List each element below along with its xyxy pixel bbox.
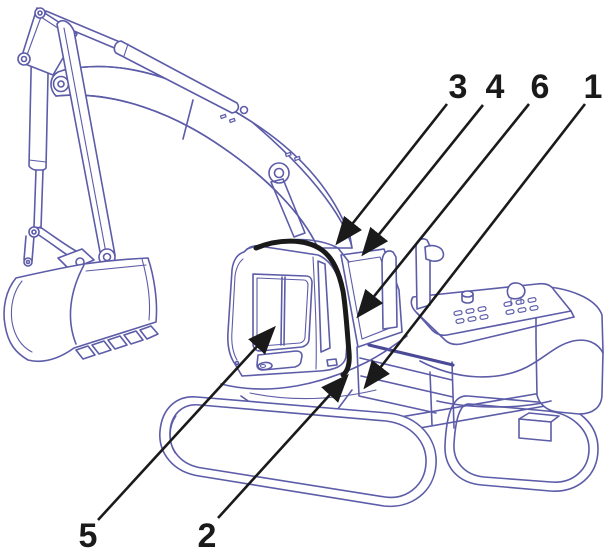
far-track xyxy=(444,395,599,492)
engine-deck xyxy=(410,282,575,346)
bucket-linkage xyxy=(23,226,95,271)
bucket-teeth xyxy=(75,325,159,360)
callout-line-2 xyxy=(217,373,349,519)
callout-label-2: 2 xyxy=(197,517,217,555)
cab-side-window xyxy=(317,260,331,353)
near-track xyxy=(159,396,437,508)
boom-cylinder xyxy=(268,162,306,238)
callout-label-1: 1 xyxy=(583,68,603,106)
exhaust-pipe xyxy=(506,282,526,306)
stick-assembly xyxy=(17,7,249,271)
filler-cap xyxy=(461,290,474,304)
callout-label-6: 6 xyxy=(530,68,550,106)
callout-label-5: 5 xyxy=(78,517,98,555)
callout-label-4: 4 xyxy=(485,68,505,106)
cab-door-handle xyxy=(257,361,273,371)
bucket xyxy=(3,257,159,363)
callout-label-3: 3 xyxy=(448,68,468,106)
counterweight xyxy=(419,285,604,415)
upper-body xyxy=(340,238,604,429)
cab-door-seam xyxy=(312,256,317,370)
handrails xyxy=(381,238,445,330)
callout-line-6 xyxy=(356,103,531,319)
callout-line-1 xyxy=(363,103,587,390)
callout-lines xyxy=(97,103,587,521)
body-base-curves xyxy=(220,335,408,400)
deck-vents xyxy=(453,297,539,324)
cab-edge-highlight xyxy=(253,238,352,378)
stick xyxy=(56,19,116,266)
callout-line-5 xyxy=(97,325,276,521)
callout-line-3 xyxy=(335,103,449,246)
callout-line-4 xyxy=(361,104,485,257)
windshield-mullion xyxy=(280,276,286,346)
